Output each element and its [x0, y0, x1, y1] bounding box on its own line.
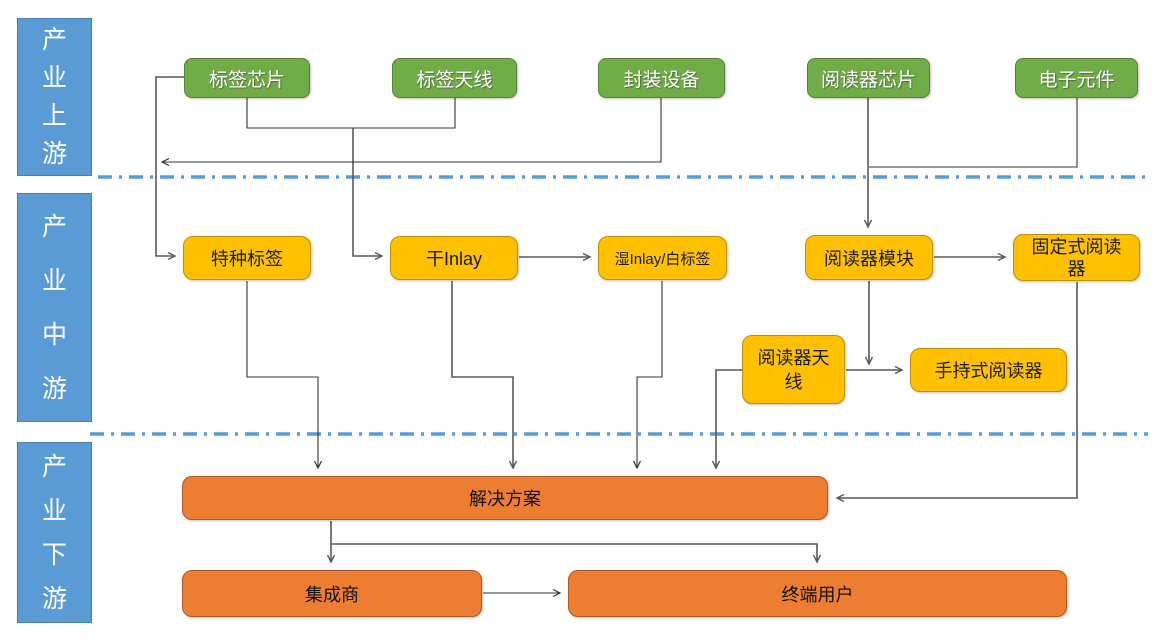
- edge-solution-enduser: [331, 543, 822, 564]
- node-handheld-reader: 手持式阅读器: [910, 348, 1067, 392]
- edge-tagchip-tagantenna-tbar: [246, 98, 456, 129]
- node-integrator: 集成商: [182, 570, 482, 617]
- node-electronic-components: 电子元件: [1015, 58, 1138, 98]
- section-downstream-label: 产业下游: [41, 452, 67, 613]
- edge-merge-dryinlay: [352, 128, 384, 261]
- node-solution: 解决方案: [182, 476, 828, 520]
- section-midstream-label: 产业中游: [41, 212, 67, 403]
- edge-tagchip-specialtag: [155, 76, 184, 261]
- node-special-tag: 特种标签: [183, 236, 311, 280]
- section-downstream: 产业下游: [17, 442, 92, 623]
- edge-dryinlay-solution: [451, 281, 518, 470]
- edge-components-join: [869, 98, 1078, 168]
- node-fixed-reader: 固定式阅读 器: [1013, 234, 1140, 281]
- node-reader-chip: 阅读器芯片: [807, 58, 930, 98]
- edge-fixedreader-solution: [835, 282, 1078, 503]
- edge-specialtag-solution: [246, 281, 323, 470]
- node-dry-inlay: 干Inlay: [390, 236, 518, 280]
- edge-packaging-left: [160, 98, 662, 167]
- node-end-user: 终端用户: [568, 570, 1067, 617]
- edge-readerantenna-solution: [711, 369, 742, 470]
- node-wet-inlay: 湿Inlay/白标签: [598, 236, 727, 280]
- node-tag-antenna: 标签天线: [392, 58, 517, 98]
- node-reader-module: 阅读器模块: [805, 235, 933, 280]
- section-midstream: 产业中游: [17, 193, 92, 422]
- section-upstream-label: 产业上游: [41, 26, 67, 168]
- node-tag-chip: 标签芯片: [184, 58, 310, 98]
- node-packaging-equipment: 封装设备: [598, 58, 725, 98]
- section-upstream: 产业上游: [17, 18, 92, 176]
- edge-wetinlay-solution: [632, 281, 663, 470]
- node-reader-antenna: 阅读器天 线: [742, 335, 845, 404]
